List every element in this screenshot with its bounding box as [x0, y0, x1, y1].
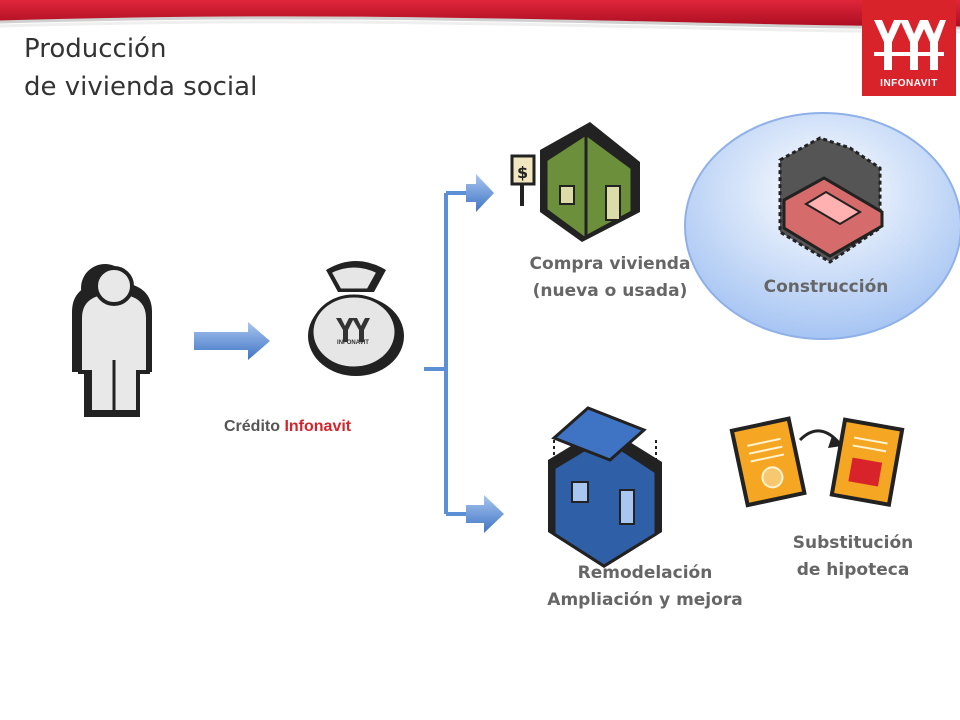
construction-label: Construcción — [763, 277, 889, 297]
mortgage-documents-icon — [729, 416, 905, 508]
mortgage-label-line-2: de hipoteca — [796, 560, 910, 580]
credit-label: Crédito Infonavit — [224, 418, 351, 436]
title-line-2: de vivienda social — [24, 72, 258, 102]
infonavit-logo-icon — [862, 0, 956, 96]
credit-prefix: Crédito — [224, 418, 280, 435]
bag-logo-text: INFONAVIT — [337, 340, 369, 346]
buy-label-line-2: (nueva o usada) — [532, 281, 688, 301]
person-icon — [72, 264, 152, 417]
credit-brand: Infonavit — [284, 418, 352, 435]
logo-mark-icon — [874, 20, 946, 70]
remodel-label: Remodelación Ampliación y mejora — [520, 560, 770, 614]
mortgage-label: Substitución de hipoteca — [768, 530, 938, 584]
arrow-to-credit-icon — [194, 322, 270, 360]
header-banner — [0, 0, 960, 96]
mortgage-label-line-1: Substitución — [792, 533, 914, 553]
branch-connector — [424, 191, 470, 516]
construction-icon — [778, 136, 884, 264]
page-title: Producción de vivienda social — [24, 30, 257, 106]
remodel-label-line-1: Remodelación — [577, 563, 713, 583]
money-bag-icon — [308, 261, 404, 376]
arrow-to-remodel-icon — [466, 495, 504, 533]
buy-label-line-1: Compra vivienda — [529, 254, 691, 274]
logo-text: INFONAVIT — [880, 78, 938, 89]
remodel-label-line-2: Ampliación y mejora — [547, 590, 743, 610]
svg-text:$: $ — [517, 163, 528, 182]
arrow-to-buy-icon — [466, 174, 494, 212]
title-line-1: Producción — [24, 34, 167, 64]
blue-house-icon — [548, 406, 662, 568]
green-house-icon: $ — [510, 122, 640, 242]
buy-label: Compra vivienda (nueva o usada) — [510, 251, 710, 305]
